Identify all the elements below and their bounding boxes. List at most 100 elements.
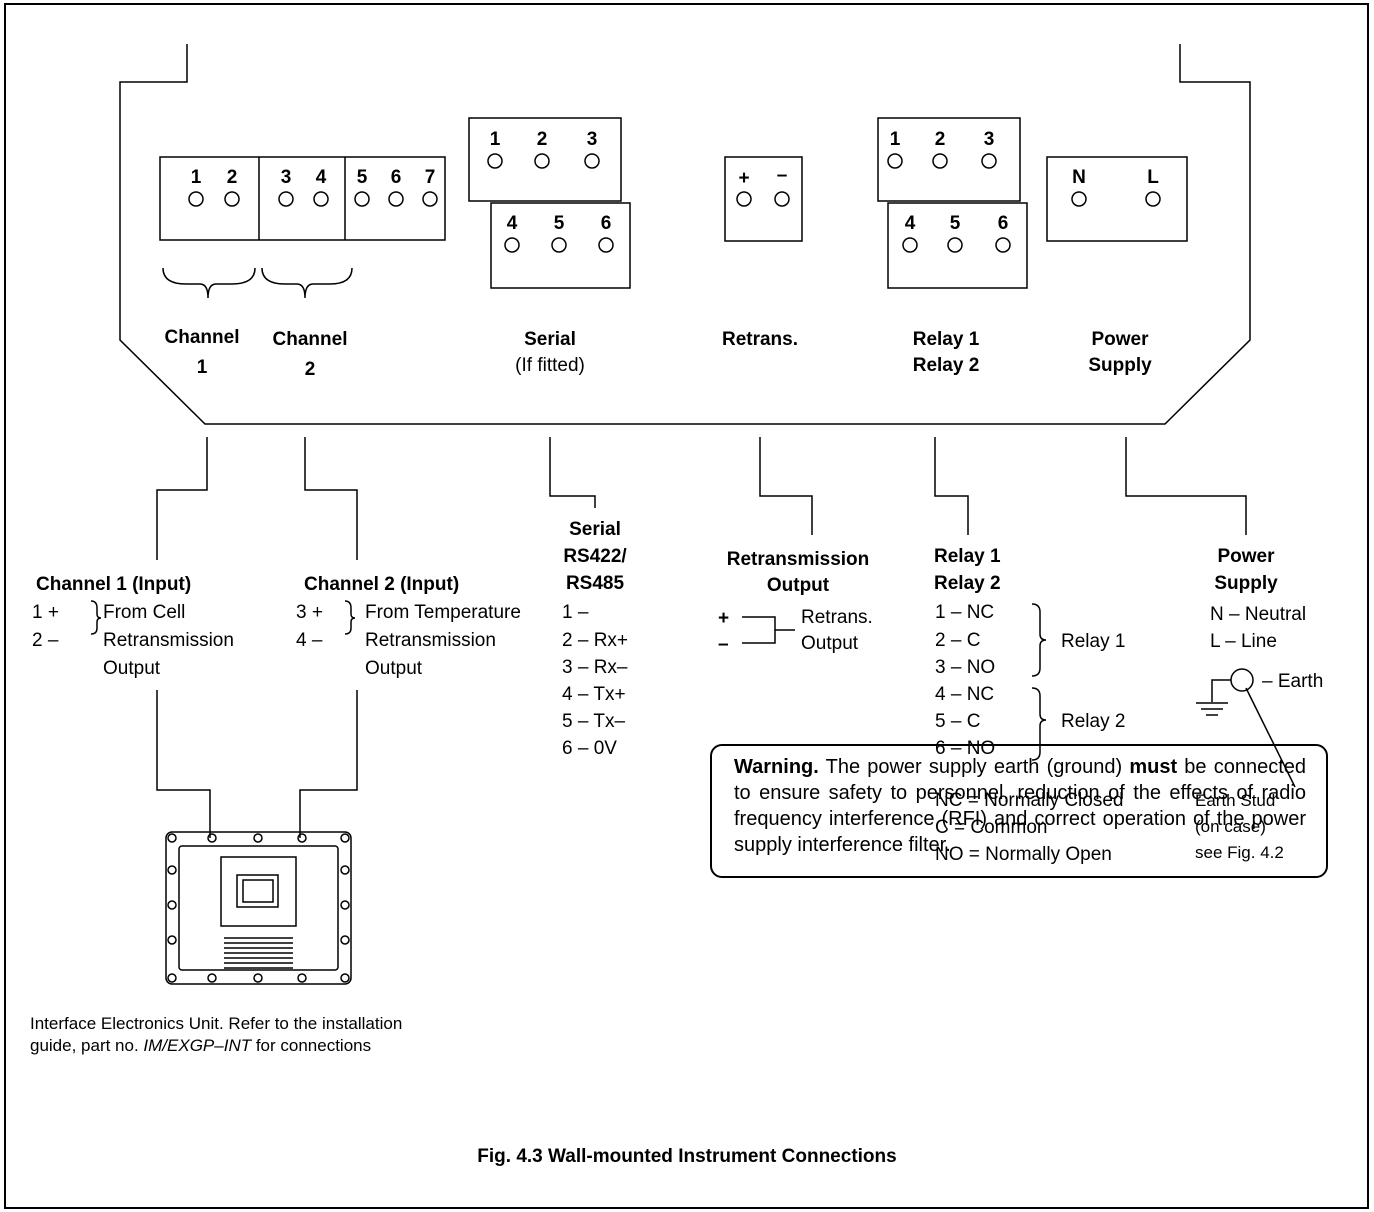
relay-heading2: Relay 2 bbox=[934, 573, 1001, 594]
relay-row5: 5 – C bbox=[935, 711, 980, 732]
retrans-legend-plus: + bbox=[718, 608, 729, 629]
interface-electronics-unit bbox=[165, 831, 352, 985]
leader-serial bbox=[549, 437, 596, 508]
serial-row3: 3 – Rx– bbox=[562, 657, 628, 678]
channel2-row1: 3 + bbox=[296, 602, 323, 623]
relay-row1: 1 – NC bbox=[935, 602, 994, 623]
earth-stud-line1: Earth Stud bbox=[1195, 791, 1275, 810]
power-heading2: Supply bbox=[1214, 573, 1278, 594]
serial-terminal-1: 1 bbox=[490, 129, 501, 150]
relay-terminal-4: 4 bbox=[905, 213, 916, 234]
earth-stud-pointer bbox=[1245, 687, 1296, 788]
terminal-1-label: 1 bbox=[191, 167, 202, 188]
channel1-heading: Channel 1 (Input) bbox=[36, 574, 191, 595]
relay-key-c: C = Common bbox=[935, 817, 1047, 838]
brace-relay2 bbox=[1031, 687, 1047, 761]
channel2-heading: Channel 2 (Input) bbox=[304, 574, 459, 595]
frame bbox=[4, 3, 1369, 1209]
channel2-label-line1: Channel bbox=[273, 329, 348, 350]
warning-must: must bbox=[1129, 756, 1178, 778]
channel2-row2: 4 – bbox=[296, 630, 323, 651]
terminal-block-channels bbox=[159, 156, 446, 241]
serial-row1: 1 – bbox=[562, 602, 589, 623]
relay-label-line1: Relay 1 bbox=[913, 329, 980, 350]
wire-channel2 bbox=[299, 690, 358, 838]
relay-terminal-3: 3 bbox=[984, 129, 995, 150]
serial-row4: 4 – Tx+ bbox=[562, 684, 626, 705]
relay-terminal-1: 1 bbox=[890, 129, 901, 150]
earth-label: – Earth bbox=[1262, 671, 1323, 692]
serial-terminal-3: 3 bbox=[587, 129, 598, 150]
terminal-4-label: 4 bbox=[316, 167, 327, 188]
serial-terminal-4: 4 bbox=[507, 213, 518, 234]
terminal-2-label: 2 bbox=[227, 167, 238, 188]
leader-power bbox=[1125, 437, 1247, 535]
relay-key-nc: NC = Normally Closed bbox=[935, 790, 1123, 811]
relay-terminal-2: 2 bbox=[935, 129, 946, 150]
retrans-heading2: Output bbox=[767, 575, 830, 596]
channel1-desc2: Retransmission bbox=[103, 630, 234, 651]
channel1-label-line2: 1 bbox=[197, 357, 208, 378]
serial-label: Serial bbox=[524, 329, 576, 350]
channel2-desc2: Retransmission bbox=[365, 630, 496, 651]
warning-box: Warning. The power supply earth (ground)… bbox=[710, 744, 1328, 878]
channel1-row1: 1 + bbox=[32, 602, 59, 623]
leader-relay bbox=[934, 437, 969, 535]
channel1-desc3: Output bbox=[103, 658, 161, 679]
leader-retrans bbox=[759, 437, 813, 535]
figure-caption: Fig. 4.3 Wall-mounted Instrument Connect… bbox=[477, 1146, 897, 1167]
serial-row6: 6 – 0V bbox=[562, 738, 617, 759]
power-label-line1: Power bbox=[1091, 329, 1149, 350]
channel2-label-line2: 2 bbox=[305, 359, 316, 380]
brace-channel1 bbox=[162, 267, 256, 299]
power-label-line2: Supply bbox=[1088, 355, 1152, 376]
serial-terminal-2: 2 bbox=[537, 129, 548, 150]
serial-heading3: RS485 bbox=[566, 573, 625, 594]
terminal-block-relay-bottom bbox=[887, 202, 1028, 289]
retrans-plus-label: + bbox=[738, 168, 749, 189]
relay-row4: 4 – NC bbox=[935, 684, 994, 705]
serial-heading1: Serial bbox=[569, 519, 621, 540]
interface-unit-caption: Interface Electronics Unit. Refer to the… bbox=[30, 1013, 510, 1057]
power-heading1: Power bbox=[1217, 546, 1275, 567]
serial-sublabel: (If fitted) bbox=[515, 355, 585, 376]
relay-row3: 3 – NO bbox=[935, 657, 995, 678]
interface-caption-line1: Interface Electronics Unit. Refer to the… bbox=[30, 1014, 403, 1033]
channel1-label-line1: Channel bbox=[165, 327, 240, 348]
terminal-5-label: 5 bbox=[357, 167, 368, 188]
relay-row2: 2 – C bbox=[935, 630, 980, 651]
earth-stud-line2: (on case) bbox=[1195, 817, 1266, 836]
retrans-heading1: Retransmission bbox=[727, 549, 870, 570]
interface-part-number: IM/EXGP–INT bbox=[143, 1036, 252, 1055]
instrument-outline bbox=[119, 44, 1251, 425]
retrans-label: Retrans. bbox=[722, 329, 798, 350]
relay-terminal-6: 6 bbox=[998, 213, 1009, 234]
retrans-desc1: Retrans. bbox=[801, 607, 873, 628]
serial-row5: 5 – Tx– bbox=[562, 711, 625, 732]
brace-ch1-legend bbox=[90, 600, 102, 635]
warning-title: Warning. bbox=[734, 756, 819, 778]
relay-group2-label: Relay 2 bbox=[1061, 711, 1125, 732]
brace-ch2-legend bbox=[344, 600, 356, 635]
terminal-block-relay-top bbox=[877, 117, 1021, 202]
terminal-7-label: 7 bbox=[425, 167, 436, 188]
relay-terminal-5: 5 bbox=[950, 213, 961, 234]
serial-terminal-6: 6 bbox=[601, 213, 612, 234]
leader-channel2 bbox=[304, 437, 358, 560]
brace-channel2 bbox=[261, 267, 353, 299]
serial-terminal-5: 5 bbox=[554, 213, 565, 234]
power-n-label: N bbox=[1072, 167, 1086, 188]
channel2-desc3: Output bbox=[365, 658, 423, 679]
relay-heading1: Relay 1 bbox=[934, 546, 1001, 567]
power-row-line: L – Line bbox=[1210, 631, 1277, 652]
retrans-minus-wire bbox=[742, 630, 776, 644]
earth-wire bbox=[1211, 679, 1231, 702]
channel1-desc1: From Cell bbox=[103, 602, 185, 623]
retrans-legend-minus: – bbox=[718, 634, 729, 655]
power-l-label: L bbox=[1147, 167, 1159, 188]
wire-channel1 bbox=[156, 690, 211, 838]
retrans-minus-label: – bbox=[777, 165, 788, 186]
channel1-row2: 2 – bbox=[32, 630, 59, 651]
terminal-3-label: 3 bbox=[281, 167, 292, 188]
